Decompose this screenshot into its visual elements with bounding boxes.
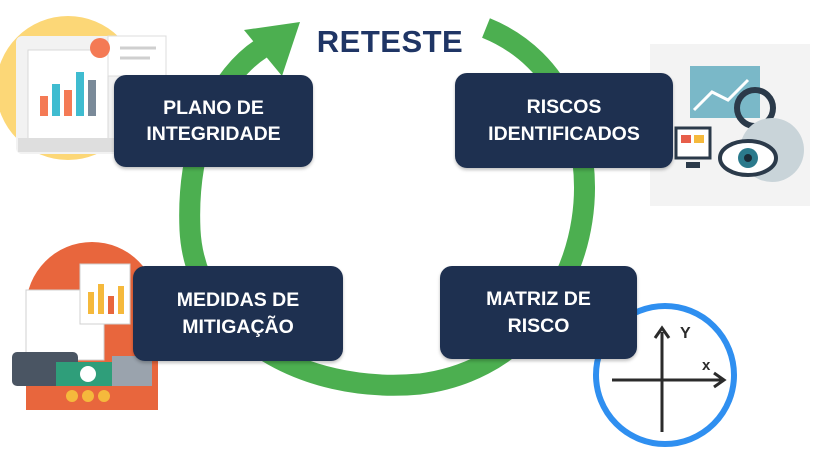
stage-box-medidas-de-mitigacao: MEDIDAS DE MITIGAÇÃO	[133, 266, 343, 361]
stage-box-plano-de-integridade: PLANO DE INTEGRIDADE	[114, 75, 313, 167]
stage-box-matriz-de-risco: MATRIZ DE RISCO	[440, 266, 637, 359]
cycle-arrowhead	[244, 22, 300, 76]
stage-label: MEDIDAS DE MITIGAÇÃO	[176, 289, 300, 338]
analytics-eye-icon	[650, 44, 810, 206]
stage-label: PLANO DE INTEGRIDADE	[146, 96, 281, 145]
stage-label: RISCOS IDENTIFICADOS	[488, 96, 640, 145]
diagram-title: RETESTE	[316, 24, 464, 59]
stage-box-riscos-identificados: RISCOS IDENTIFICADOS	[455, 73, 673, 168]
finance-documents-icon	[12, 242, 158, 410]
y-axis-label: Y	[680, 325, 691, 342]
x-axis-label: x	[702, 357, 711, 374]
stage-label: MATRIZ DE RISCO	[486, 288, 591, 337]
